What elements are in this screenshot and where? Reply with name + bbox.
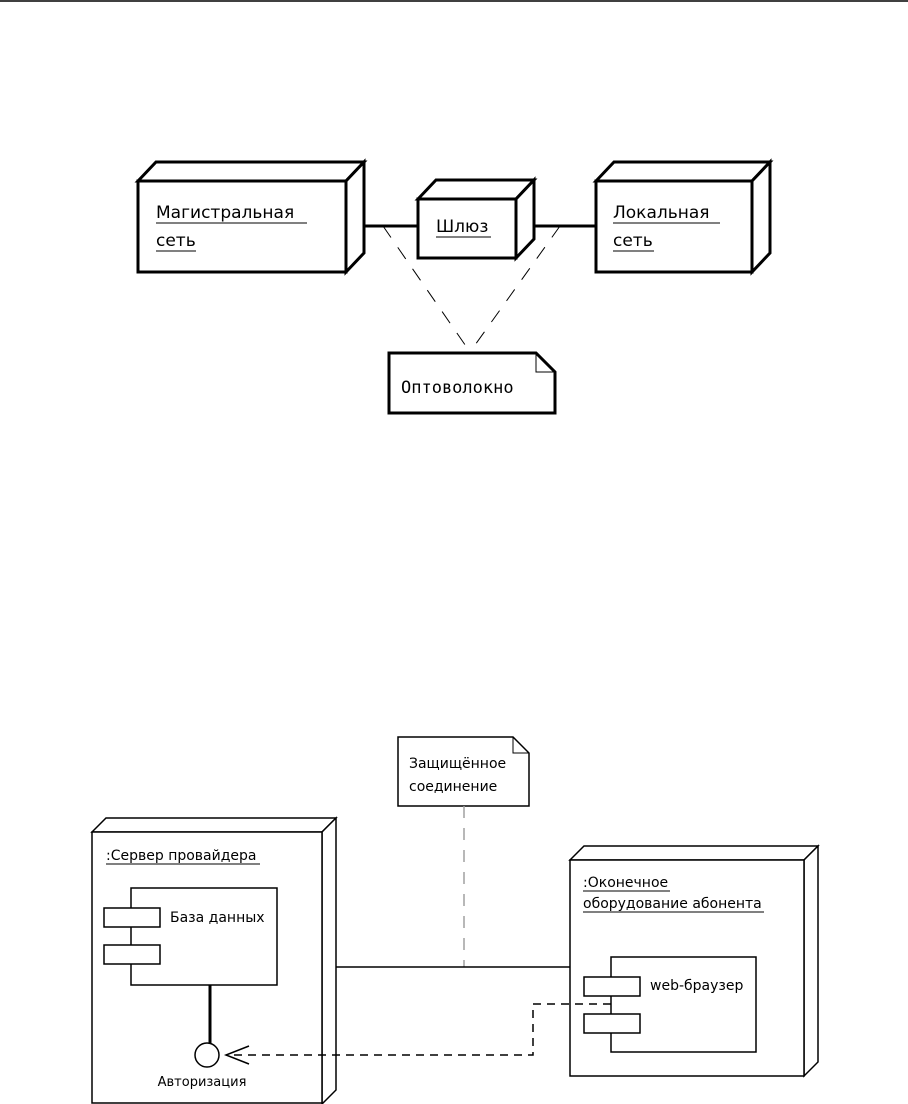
gateway-node-top-face [418,180,534,199]
local-node-side-face [752,162,770,272]
client-node-side-face [804,846,818,1076]
browser-component-label: web-браузер [650,978,743,994]
server-node-top-face [92,818,336,832]
secure-note-label-line2: соединение [409,779,497,795]
fiber-note[interactable]: Оптоволокно [389,353,555,413]
provider-server-node[interactable]: :Сервер провайдера База данных Авторизац… [92,818,336,1104]
client-node-label-line1: :Оконечное [583,875,668,891]
fiber-note-label: Оптоволокно [401,378,514,398]
database-component-body [131,888,277,985]
backbone-node-side-face [346,162,364,272]
client-node-top-face [570,846,818,860]
provider-deployment-diagram: Защищённое соединение :Сервер провайдера… [92,737,818,1104]
local-node-top-face [596,162,770,181]
server-node-label: :Сервер провайдера [106,848,257,864]
backbone-node-front-face [138,181,346,272]
backbone-node-label-line2: сеть [156,231,196,251]
local-node-front-face [596,181,752,272]
gateway-node[interactable]: Шлюз [418,180,534,258]
browser-component-port-bottom [584,1014,640,1033]
database-component-port-bottom [104,945,160,964]
browser-component-port-top [584,977,640,996]
backbone-node-top-face [138,162,364,181]
local-node-label-line2: сеть [613,231,653,251]
backbone-network-node[interactable]: Магистральная сеть [138,162,364,272]
network-deployment-diagram: Магистральная сеть Шлюз Локальная сеть [138,162,770,413]
client-node-label-line2: оборудование абонента [583,896,762,912]
gateway-node-label: Шлюз [436,217,488,237]
database-component-label: База данных [170,910,265,926]
auth-interface-label: Авторизация [158,1075,247,1090]
secure-note-label-line1: Защищённое [409,756,506,772]
subscriber-equipment-node[interactable]: :Оконечное оборудование абонента web-бра… [570,846,818,1076]
local-network-node[interactable]: Локальная сеть [596,162,770,272]
server-node-side-face [322,818,336,1104]
database-component-port-top [104,908,160,927]
local-node-label-line1: Локальная [613,203,710,223]
browser-component-body [611,957,756,1052]
backbone-node-label-line1: Магистральная [156,203,294,223]
secure-connection-note[interactable]: Защищённое соединение [398,737,529,806]
auth-interface-icon[interactable] [195,1043,219,1067]
